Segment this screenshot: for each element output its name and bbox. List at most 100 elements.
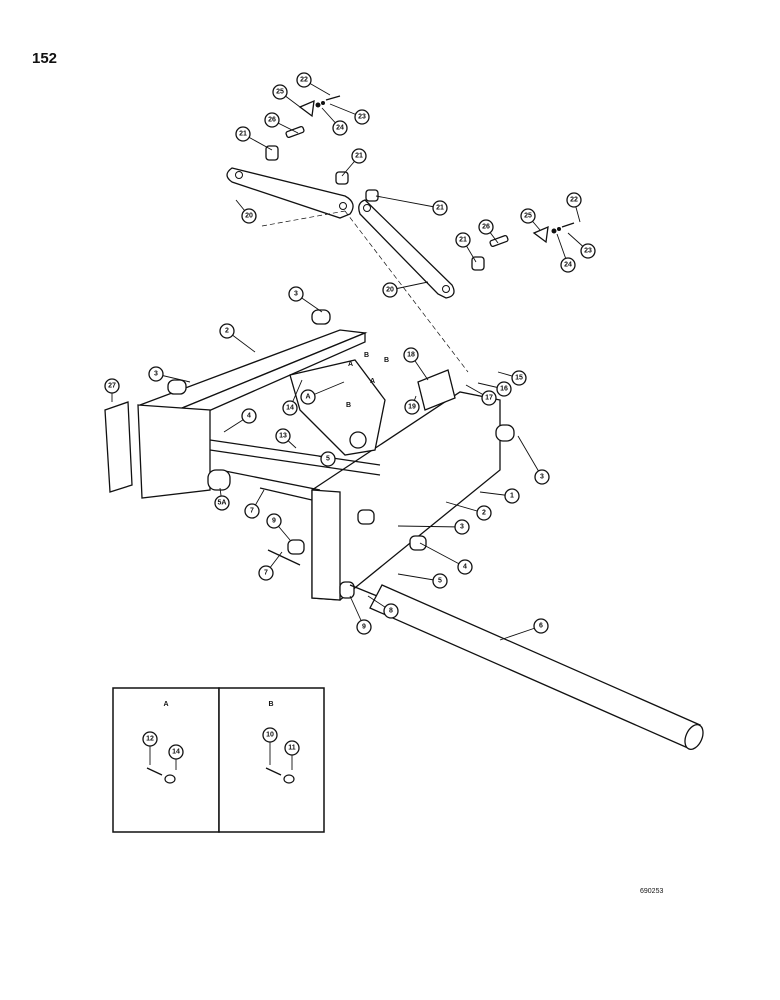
part-callout-6: 6 — [533, 618, 549, 634]
part-callout-1: 1 — [504, 488, 520, 504]
svg-text:3: 3 — [154, 371, 158, 378]
part-callout-27: 27 — [104, 378, 120, 394]
svg-text:25: 25 — [276, 89, 284, 96]
svg-text:2: 2 — [225, 328, 229, 335]
reference-point-label: B — [364, 352, 369, 359]
part-callout-9: 9 — [356, 619, 372, 635]
part-callout-7: 7 — [258, 565, 274, 581]
svg-text:24: 24 — [564, 262, 572, 269]
part-callout-22: 22 — [566, 192, 582, 208]
svg-text:5A: 5A — [218, 500, 227, 507]
part-callout-7: 7 — [244, 503, 260, 519]
part-callout-20: 20 — [241, 208, 257, 224]
part-callout-9: 9 — [266, 513, 282, 529]
svg-text:26: 26 — [482, 224, 490, 231]
part-callout-18: 18 — [403, 347, 419, 363]
svg-text:14: 14 — [286, 405, 294, 412]
part-callout-26: 26 — [264, 112, 280, 128]
svg-text:6: 6 — [539, 623, 543, 630]
svg-text:21: 21 — [436, 205, 444, 212]
callout-leader-line — [419, 542, 466, 568]
part-callout-2: 2 — [476, 505, 492, 521]
part-callout-21: 21 — [235, 126, 251, 142]
part-callout-8: 8 — [383, 603, 399, 619]
svg-text:7: 7 — [264, 570, 268, 577]
part-callout-16: 16 — [496, 381, 512, 397]
link-arm-right — [358, 199, 455, 299]
svg-text:14: 14 — [172, 749, 180, 756]
reference-point-label: A — [370, 378, 375, 385]
svg-text:1: 1 — [510, 493, 514, 500]
svg-text:15: 15 — [515, 375, 523, 382]
part-callout-24: 24 — [560, 257, 576, 273]
part-callout-20: 20 — [382, 282, 398, 298]
part-callout-19: 19 — [404, 399, 420, 415]
part-callout-25: 25 — [520, 208, 536, 224]
part-callout-14: 14 — [168, 744, 184, 760]
bushing-parts — [265, 95, 575, 271]
svg-text:25: 25 — [524, 213, 532, 220]
svg-text:3: 3 — [540, 474, 544, 481]
part-callout-5: 5 — [432, 573, 448, 589]
part-callout-3: 3 — [148, 366, 164, 382]
reference-point-label: A — [348, 361, 353, 368]
svg-text:9: 9 — [362, 624, 366, 631]
svg-text:19: 19 — [408, 404, 416, 411]
inset-panel-label: B — [268, 701, 273, 708]
part-callout-13: 13 — [275, 428, 291, 444]
part-callout-3: 3 — [288, 286, 304, 302]
document-code: 690253 — [640, 888, 664, 895]
part-callout-24: 24 — [332, 120, 348, 136]
part-callout-15: 15 — [511, 370, 527, 386]
part-callout-11: 11 — [284, 740, 300, 756]
svg-text:A: A — [305, 394, 310, 401]
part-callout-3: 3 — [534, 469, 550, 485]
part-callout-23: 23 — [354, 109, 370, 125]
inset-panel-label: A — [163, 701, 168, 708]
svg-text:11: 11 — [288, 745, 296, 752]
svg-text:22: 22 — [300, 77, 308, 84]
svg-text:3: 3 — [460, 524, 464, 531]
svg-text:10: 10 — [266, 732, 274, 739]
svg-text:5: 5 — [326, 456, 330, 463]
svg-text:20: 20 — [386, 287, 394, 294]
svg-text:7: 7 — [250, 508, 254, 515]
part-callout-17: 17 — [481, 390, 497, 406]
svg-text:4: 4 — [463, 564, 467, 571]
callout-leader-line — [397, 525, 463, 528]
svg-text:18: 18 — [407, 352, 415, 359]
callout-leader-line — [375, 195, 441, 209]
part-callout-2: 2 — [219, 323, 235, 339]
main-frame — [104, 309, 515, 601]
part-callout-a: A — [300, 389, 316, 405]
svg-text:8: 8 — [389, 608, 393, 615]
svg-text:21: 21 — [239, 131, 247, 138]
part-callout-21: 21 — [455, 232, 471, 248]
svg-text:9: 9 — [272, 518, 276, 525]
svg-text:3: 3 — [294, 291, 298, 298]
part-callout-22: 22 — [296, 72, 312, 88]
svg-text:2: 2 — [482, 510, 486, 517]
svg-text:17: 17 — [485, 395, 493, 402]
svg-text:13: 13 — [279, 433, 287, 440]
part-callout-12: 12 — [142, 731, 158, 747]
svg-text:5: 5 — [438, 578, 442, 585]
svg-text:4: 4 — [247, 413, 251, 420]
callout-group: 2225232426212120212225212624232032183271… — [104, 72, 596, 770]
part-callout-5: 5 — [320, 451, 336, 467]
svg-text:27: 27 — [108, 383, 116, 390]
part-callout-5a: 5A — [214, 495, 230, 511]
svg-text:23: 23 — [358, 114, 366, 121]
reference-point-label: B — [346, 402, 351, 409]
page-number: 152 — [32, 50, 58, 67]
svg-text:20: 20 — [245, 213, 253, 220]
part-callout-23: 23 — [580, 243, 596, 259]
svg-text:26: 26 — [268, 117, 276, 124]
svg-text:24: 24 — [336, 125, 344, 132]
part-callout-14: 14 — [282, 400, 298, 416]
link-arm-left — [226, 167, 354, 219]
svg-text:22: 22 — [570, 197, 578, 204]
svg-text:21: 21 — [355, 153, 363, 160]
